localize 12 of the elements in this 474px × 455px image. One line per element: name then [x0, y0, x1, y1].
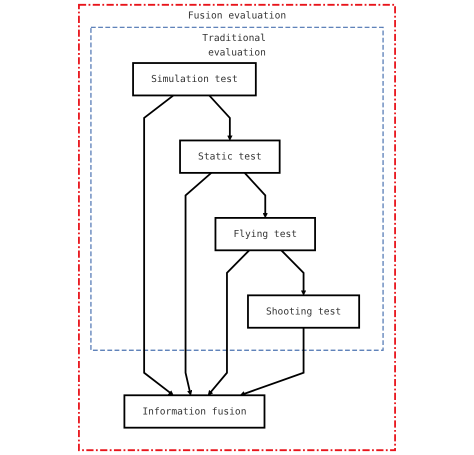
arrow: [208, 250, 250, 396]
arrow: [143, 94, 174, 396]
arrow: [184, 172, 212, 396]
node-box: Static test: [179, 140, 281, 174]
arrow: [244, 172, 268, 218]
node-box: Information fusion: [124, 394, 266, 429]
arrow: [208, 94, 232, 141]
node-box: Flying test: [214, 217, 316, 252]
arrow: [280, 250, 306, 296]
node-box: Simulation test: [132, 62, 257, 96]
node-box: Shooting test: [247, 294, 360, 329]
arrow: [240, 328, 304, 396]
